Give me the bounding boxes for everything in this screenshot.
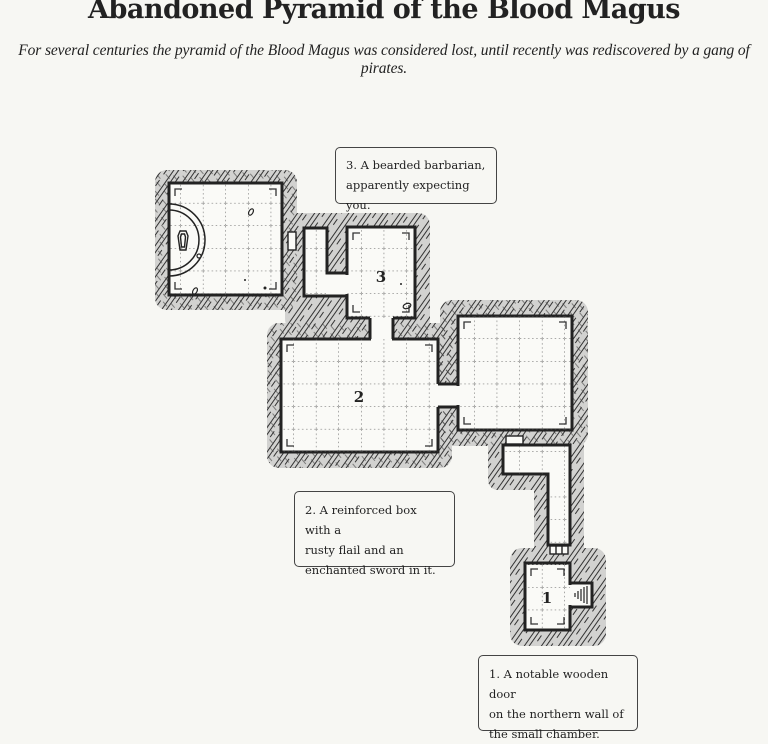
door-room4-corridor <box>505 435 524 445</box>
floor-grid <box>169 183 572 630</box>
page-title: Abandoned Pyramid of the Blood Magus <box>88 0 680 25</box>
callout-line: 1. A notable wooden door <box>489 667 609 701</box>
callout-line: rusty flail and an <box>305 543 404 557</box>
callout-room-1: 1. A notable wooden door on the northern… <box>478 655 638 741</box>
callout-line: 3. A bearded barbarian, <box>346 158 486 172</box>
room-label-1: 1 <box>542 589 552 607</box>
debris <box>191 208 412 310</box>
room-label-3: 3 <box>376 268 386 286</box>
callout-room-3: 3. A bearded barbarian, apparently expec… <box>335 147 497 212</box>
corner-marks <box>174 188 567 625</box>
callout-line: enchanted sword in it. <box>305 563 436 577</box>
callout-line: the small chamber. <box>489 727 600 741</box>
doors <box>287 231 569 555</box>
callout-line: apparently expecting you. <box>346 178 470 212</box>
callout-room-2: 2. A reinforced box with a rusty flail a… <box>294 491 455 577</box>
altar-circle <box>168 203 206 277</box>
callout-line: 2. A reinforced box with a <box>305 503 417 537</box>
room-label-2: 2 <box>354 388 364 406</box>
page-subtitle: For several centuries the pyramid of the… <box>18 42 750 77</box>
stairs-icon <box>574 586 588 604</box>
door-room5-corridor <box>287 231 297 251</box>
callout-line: on the northern wall of <box>489 707 624 721</box>
coffin-icon <box>177 230 189 251</box>
